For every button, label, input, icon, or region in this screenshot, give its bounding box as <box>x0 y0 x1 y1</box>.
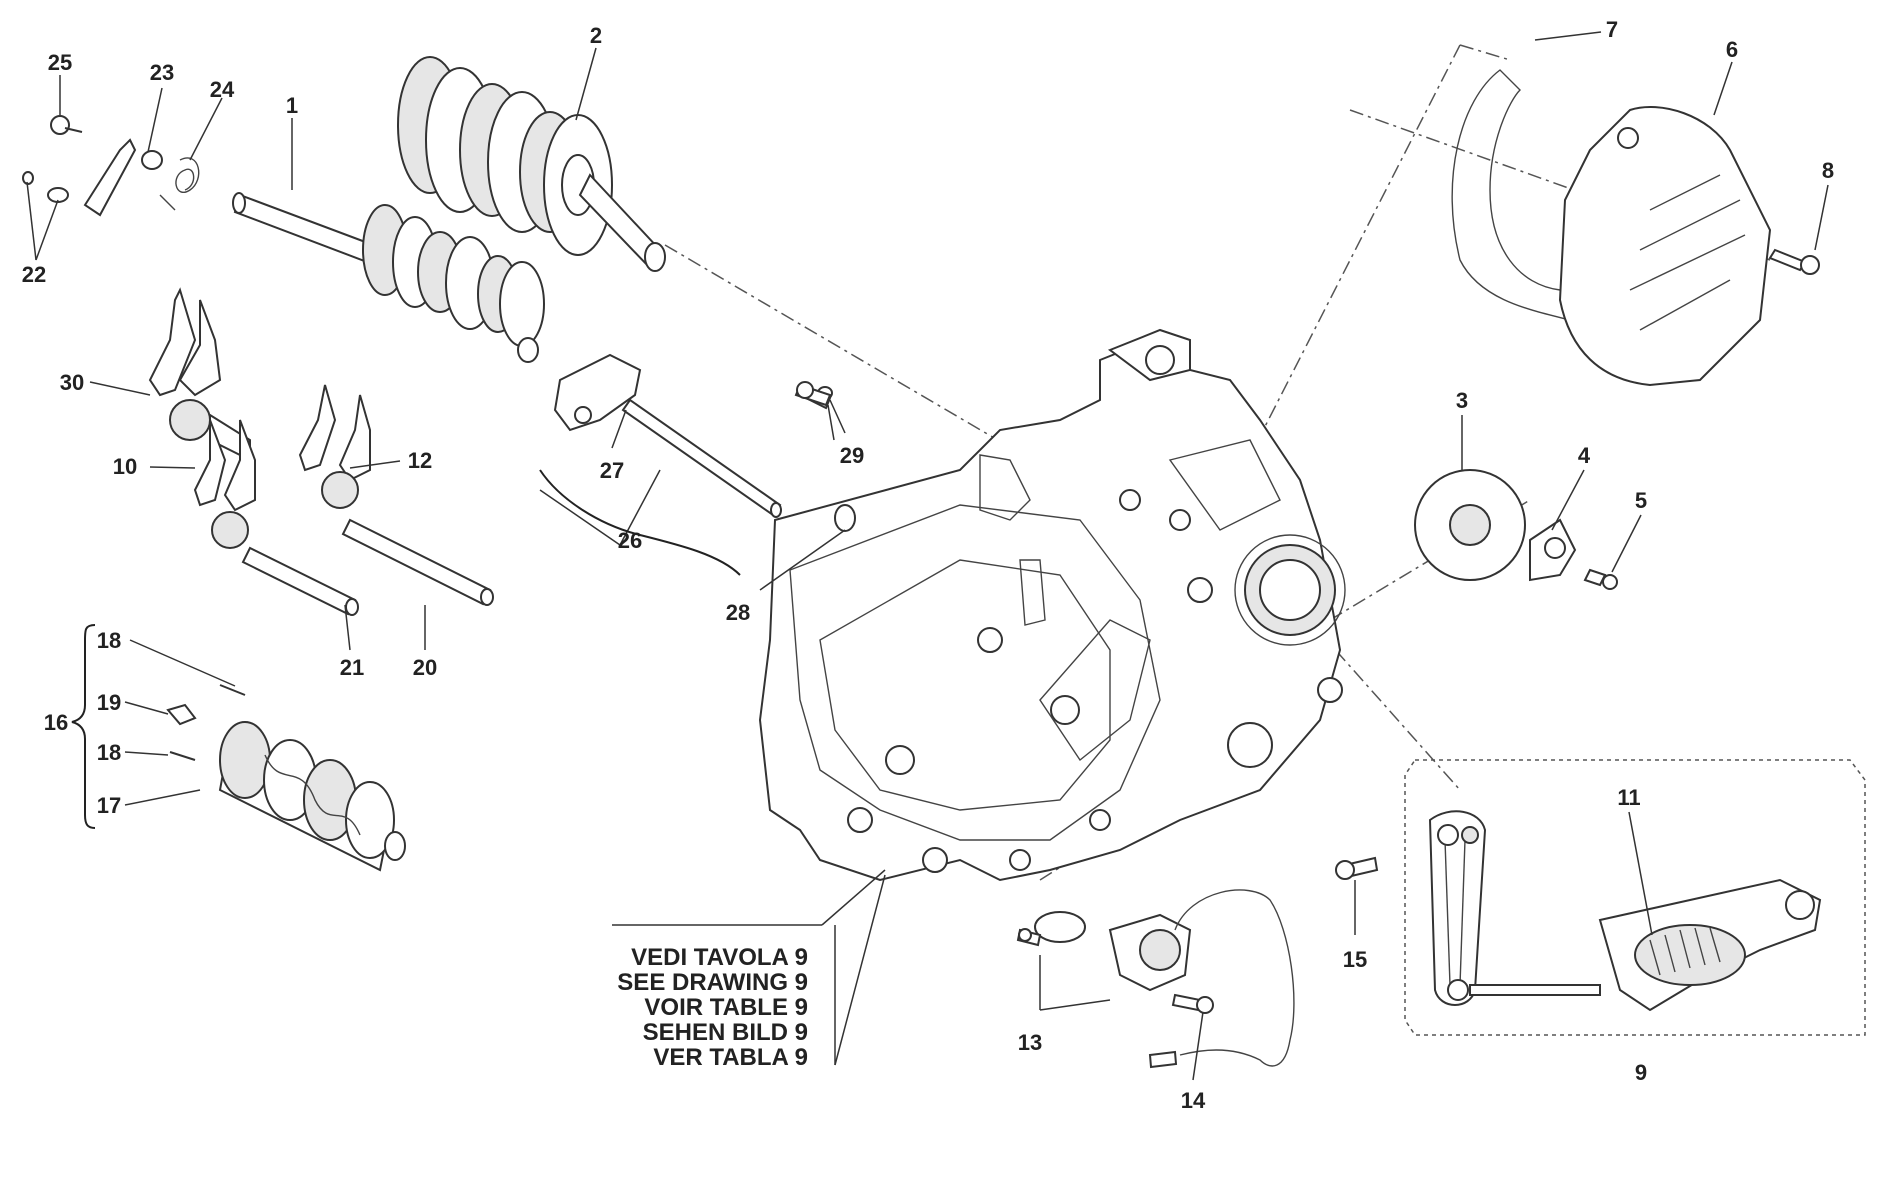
callout-17: 17 <box>97 793 121 818</box>
crankcase-assembly <box>758 328 1346 882</box>
callout-25: 25 <box>48 50 72 75</box>
callout-11: 11 <box>1617 785 1640 810</box>
callout-3: 3 <box>1456 388 1468 413</box>
reference-note: VEDI TAVOLA 9 SEE DRAWING 9 VOIR TABLE 9… <box>617 944 808 1071</box>
callout-30: 30 <box>60 370 84 395</box>
callout-6: 6 <box>1726 37 1738 62</box>
reference-line-fr: VOIR TABLE 9 <box>644 994 808 1021</box>
callout-9: 9 <box>1635 1060 1647 1085</box>
callout-8: 8 <box>1822 158 1834 183</box>
callout-16: 16 <box>44 710 68 735</box>
callout-18-bottom: 18 <box>97 740 121 765</box>
callout-2: 2 <box>590 23 602 48</box>
shift-shaft-assembly <box>553 353 856 532</box>
selector-lever-hardware <box>22 115 200 217</box>
callout-15: 15 <box>1343 947 1367 972</box>
callout-21: 21 <box>340 655 364 680</box>
callout-18-top: 18 <box>97 628 121 653</box>
callout-5: 5 <box>1635 488 1647 513</box>
reference-note-leader <box>612 869 886 1066</box>
reference-line-it: VEDI TAVOLA 9 <box>631 944 808 971</box>
callout-14: 14 <box>1181 1088 1206 1113</box>
fork-rods <box>241 518 494 616</box>
callout-1: 1 <box>286 93 298 118</box>
callout-28: 28 <box>726 600 750 625</box>
reference-line-en: SEE DRAWING 9 <box>617 969 808 996</box>
callout-19: 19 <box>97 690 121 715</box>
callout-12: 12 <box>408 448 432 473</box>
group-brace-16 <box>71 624 96 829</box>
callout-numbers: 1 2 3 4 5 6 7 8 9 10 11 12 13 14 15 16 1… <box>22 17 1834 1113</box>
callout-27: 27 <box>600 458 624 483</box>
gear-lever-group <box>1335 759 1866 1036</box>
callout-26: 26 <box>618 528 642 553</box>
secondary-shaft-assembly <box>397 56 666 272</box>
callout-22: 22 <box>22 262 46 287</box>
group-bracket-26 <box>539 469 741 576</box>
callout-29: 29 <box>840 443 864 468</box>
callout-13: 13 <box>1018 1030 1042 1055</box>
reference-line-es: VER TABLA 9 <box>653 1044 808 1071</box>
callout-24: 24 <box>210 77 235 102</box>
callout-23: 23 <box>150 60 174 85</box>
bolt-29 <box>794 381 832 407</box>
gear-position-sensor <box>1016 889 1295 1069</box>
callout-20: 20 <box>413 655 437 680</box>
primary-shaft-assembly <box>232 192 545 363</box>
callout-10: 10 <box>113 454 137 479</box>
shift-drum-assembly <box>166 684 406 872</box>
front-sprocket-assembly <box>1414 469 1618 590</box>
callout-4: 4 <box>1578 443 1591 468</box>
shift-forks <box>148 287 371 549</box>
reference-line-de: SEHEN BILD 9 <box>643 1019 808 1046</box>
callout-7: 7 <box>1606 17 1618 42</box>
leader-lines <box>26 31 1829 1081</box>
sprocket-cover-assembly <box>1451 69 1820 387</box>
